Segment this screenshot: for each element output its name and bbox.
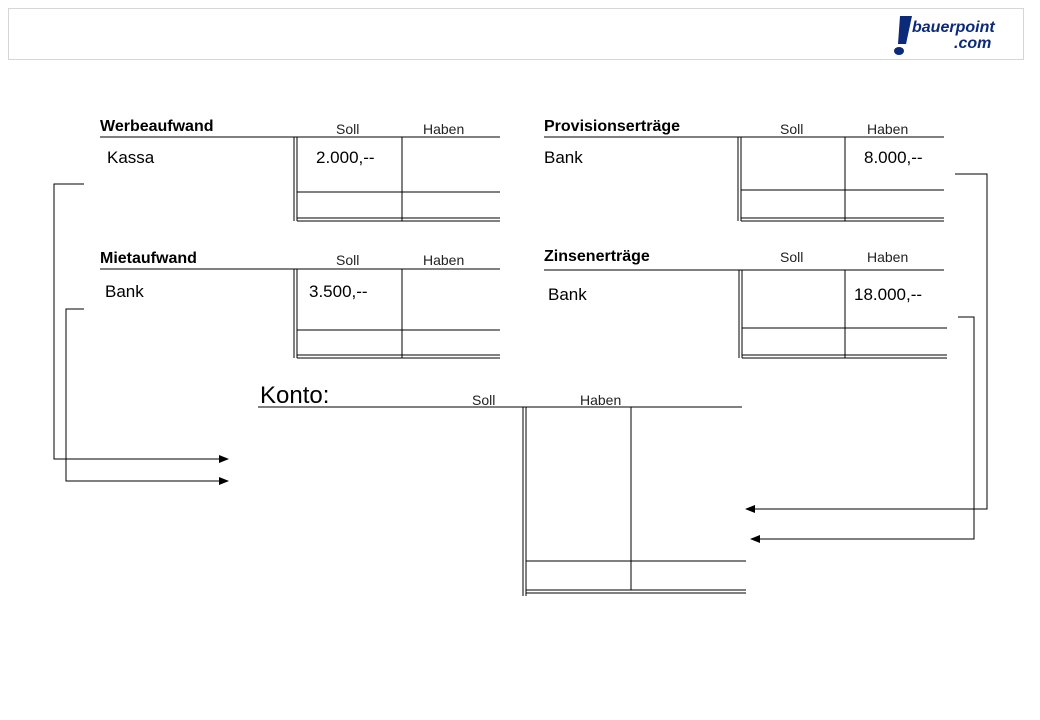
account-title-zinsenertraege: Zinsenerträge <box>544 248 650 265</box>
account-title-werbeaufwand: Werbeaufwand <box>100 118 214 135</box>
col-haben-provisionsertraege: Haben <box>867 121 909 137</box>
account-title-provisionsertraege: Provisionserträge <box>544 118 681 135</box>
col-haben-werbeaufwand: Haben <box>423 121 465 137</box>
bauerpoint-logo-icon <box>894 16 912 55</box>
col-haben-konto: Haben <box>580 392 622 408</box>
konto-title: Konto: <box>260 382 330 409</box>
brand-wordmark: bauerpoint .com <box>912 20 995 52</box>
col-haben-mietaufwand: Haben <box>423 252 465 268</box>
header-frame <box>8 8 1024 60</box>
col-soll-provisionsertraege: Soll <box>780 121 804 137</box>
brand-line2: .com <box>954 35 992 52</box>
col-soll-zinsenertraege: Soll <box>780 249 804 265</box>
entry-amount-zinsenertraege: 18.000,-- <box>854 285 923 304</box>
brand-line1: bauerpoint <box>912 19 995 36</box>
col-haben-zinsenertraege: Haben <box>867 249 909 265</box>
account-title-mietaufwand: Mietaufwand <box>100 250 197 267</box>
entry-text-zinsenertraege: Bank <box>548 285 587 304</box>
entry-amount-werbeaufwand: 2.000,-- <box>316 148 375 167</box>
col-soll-konto: Soll <box>472 392 496 408</box>
entry-text-provisionsertraege: Bank <box>544 148 583 167</box>
entry-text-werbeaufwand: Kassa <box>107 148 155 167</box>
entry-amount-provisionsertraege: 8.000,-- <box>864 148 923 167</box>
col-soll-mietaufwand: Soll <box>336 252 360 268</box>
entry-text-mietaufwand: Bank <box>105 282 144 301</box>
col-soll-werbeaufwand: Soll <box>336 121 360 137</box>
entry-amount-mietaufwand: 3.500,-- <box>309 282 368 301</box>
